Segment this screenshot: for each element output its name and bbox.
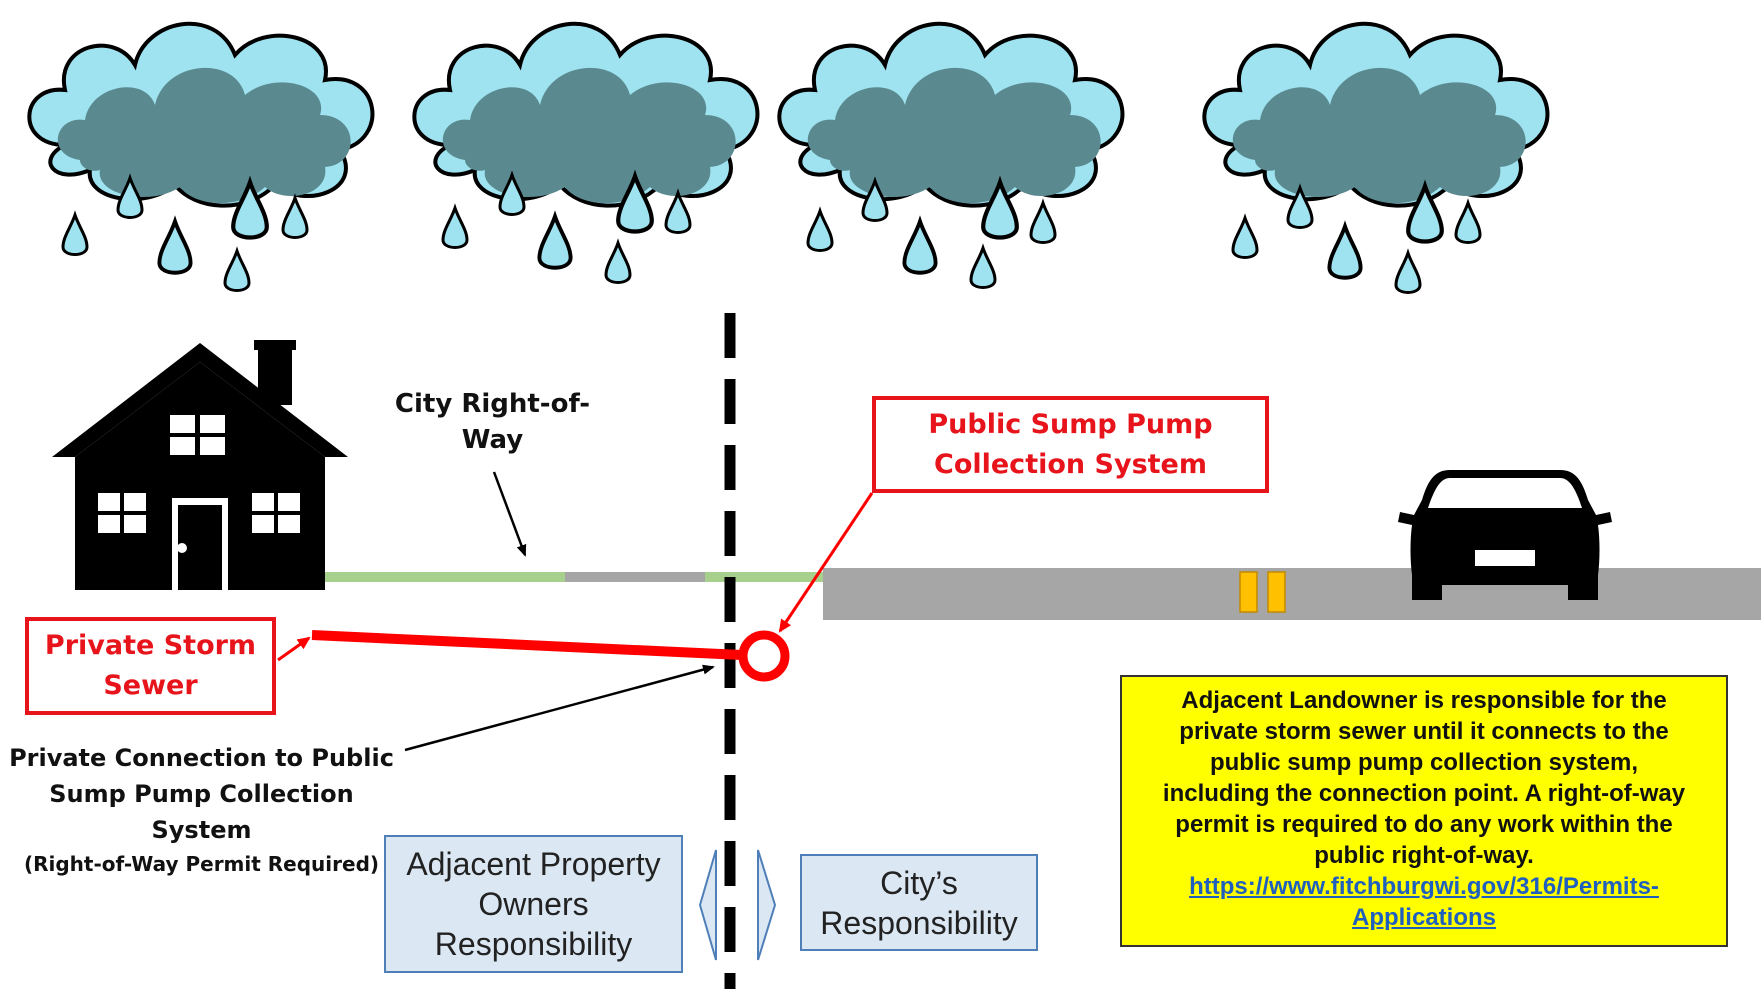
permits-link-continued[interactable]: Applications (1351, 904, 1496, 931)
note-line2: private storm sewer until it connects to… (1179, 718, 1669, 745)
rain-cloud-icon (27, 21, 375, 292)
private-connection-line2: Sump Pump Collection System (49, 780, 354, 844)
adjacent-line2: Owners (478, 886, 589, 922)
grass-strip (705, 572, 825, 582)
arrow-city-row (492, 471, 527, 557)
private-storm-sewer-line2: Sewer (103, 670, 198, 701)
note-line6: public right-of-way. (1314, 842, 1534, 869)
note-line4: including the connection point. A right-… (1162, 780, 1686, 807)
private-storm-sewer-pipe (311, 630, 743, 660)
arrow-public-system (778, 492, 874, 633)
road (823, 568, 1761, 620)
public-sump-pump-box: Public Sump Pump Collection System (872, 396, 1269, 493)
arrow-private-sewer (277, 636, 311, 662)
city-resp-line1: City’s (880, 864, 958, 901)
rain-cloud-icon (1202, 21, 1550, 294)
private-storm-sewer-box: Private Storm Sewer (25, 617, 276, 715)
left-chevron-icon (698, 849, 717, 961)
right-chevron-icon (757, 849, 777, 961)
road-centerline (1267, 571, 1286, 613)
adjacent-owners-responsibility-box: Adjacent Property Owners Responsibility (384, 835, 683, 973)
rain-cloud-icon (777, 21, 1125, 289)
connection-point (738, 630, 790, 682)
car-icon (1398, 470, 1612, 600)
note-line5: permit is required to do any work within… (1175, 811, 1673, 838)
rain-cloud-icon (412, 21, 760, 284)
adjacent-line1: Adjacent Property (406, 846, 661, 882)
grass-strip (325, 572, 565, 582)
city-resp-line2: Responsibility (820, 904, 1018, 941)
arrow-connection (404, 664, 715, 752)
road-centerline (1239, 571, 1258, 613)
private-connection-line1: Private Connection to Public (9, 744, 394, 772)
public-sump-pump-line2: Collection System (934, 448, 1207, 480)
note-line3: public sump pump collection system, (1209, 749, 1639, 776)
city-right-of-way-label: City Right-of- Way (385, 386, 600, 458)
city-right-of-way-line1: City Right-of- (394, 389, 591, 419)
responsibility-note: Adjacent Landowner is responsible for th… (1120, 675, 1728, 947)
private-connection-line3: (Right-of-Way Permit Required) (23, 852, 380, 876)
sidewalk (565, 572, 705, 582)
city-right-of-way-line2: Way (461, 425, 524, 455)
house-icon (52, 340, 348, 590)
city-responsibility-box: City’s Responsibility (800, 854, 1038, 951)
private-connection-label: Private Connection to Public Sump Pump C… (0, 740, 403, 880)
note-line1: Adjacent Landowner is responsible for th… (1181, 687, 1667, 714)
public-sump-pump-line1: Public Sump Pump (928, 408, 1213, 440)
permits-link[interactable]: https://www.fitchburgwi.gov/316/Permits- (1189, 873, 1659, 900)
adjacent-line3: Responsibility (434, 926, 633, 962)
private-storm-sewer-line1: Private Storm (44, 630, 257, 661)
